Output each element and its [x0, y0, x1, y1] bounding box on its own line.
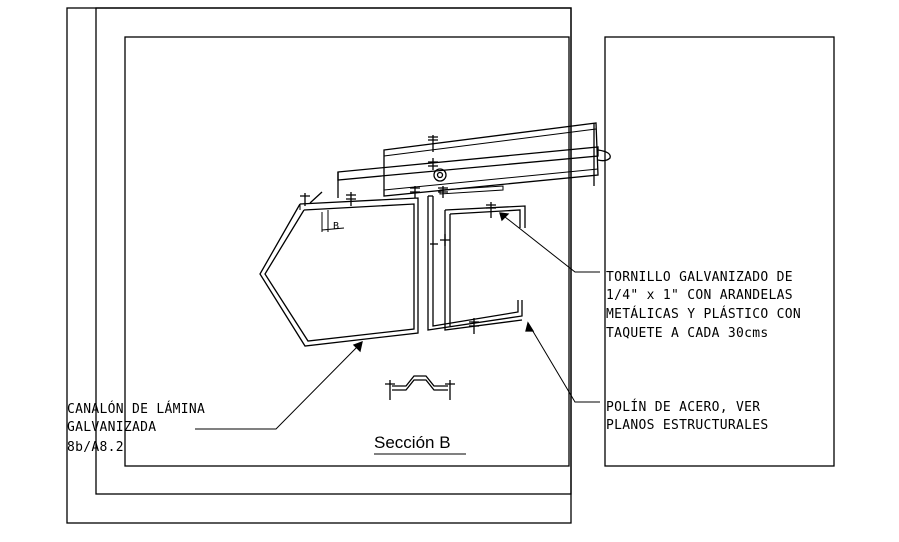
- note-canalon: CANALÓN DE LÁMINA GALVANIZADA 8b/A8.2: [67, 401, 205, 455]
- dimension-b: B: [321, 210, 345, 232]
- gutter-profile: [259, 197, 419, 347]
- purlin-bolts: [430, 202, 496, 334]
- note-polin: POLÍN DE ACERO, VER PLANOS ESTRUCTURALES: [606, 399, 769, 433]
- note-tornillo-line-4: TAQUETE A CADA 30cms: [606, 326, 769, 341]
- note-polin-line-2: PLANOS ESTRUCTURALES: [606, 418, 769, 433]
- drawing-frames: [66, 7, 835, 524]
- note-polin-line-1: POLÍN DE ACERO, VER: [606, 399, 760, 415]
- note-tornillo-line-2: 1/4" x 1" CON ARANDELAS: [606, 288, 793, 303]
- steel-purlin: [427, 195, 526, 331]
- leader-lines: [195, 212, 600, 430]
- dimension-label: B: [333, 221, 339, 232]
- roof-beam: [337, 122, 611, 198]
- note-tornillo-line-1: TORNILLO GALVANIZADO DE: [606, 270, 793, 285]
- note-canalon-line-2: GALVANIZADA: [67, 420, 156, 435]
- hanger-bracket: [385, 375, 455, 400]
- note-tornillo: TORNILLO GALVANIZADO DE 1/4" x 1" CON AR…: [606, 270, 801, 341]
- section-title: Sección B: [374, 433, 466, 455]
- section-title-text: Sección B: [374, 433, 451, 452]
- note-canalon-line-3: 8b/A8.2: [67, 440, 124, 455]
- note-canalon-line-1: CANALÓN DE LÁMINA: [67, 401, 205, 417]
- roof-bolts: [300, 135, 448, 206]
- note-tornillo-line-3: METÁLICAS Y PLÁSTICO CON: [606, 306, 801, 322]
